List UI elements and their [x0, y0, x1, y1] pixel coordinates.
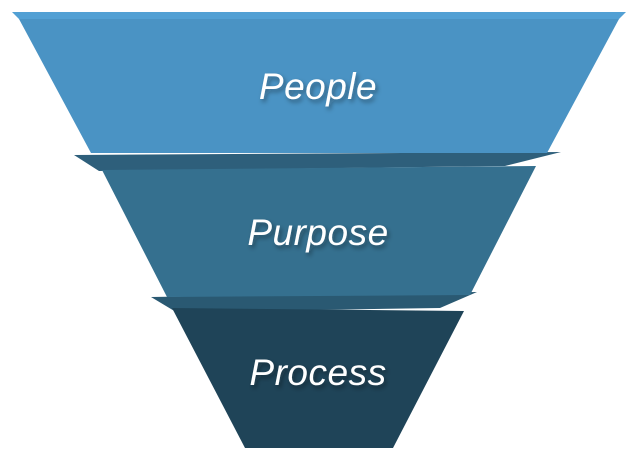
people-layer-shape	[19, 19, 619, 153]
people-layer-bevel	[12, 12, 626, 20]
process-layer-shape	[172, 308, 464, 448]
process-layer-bevel	[151, 292, 477, 312]
process-label: Process	[249, 352, 386, 393]
purpose-layer-shape	[102, 166, 536, 297]
purpose-label: Purpose	[247, 212, 388, 253]
purpose-layer-bevel	[74, 152, 561, 171]
people-label: People	[259, 66, 377, 107]
